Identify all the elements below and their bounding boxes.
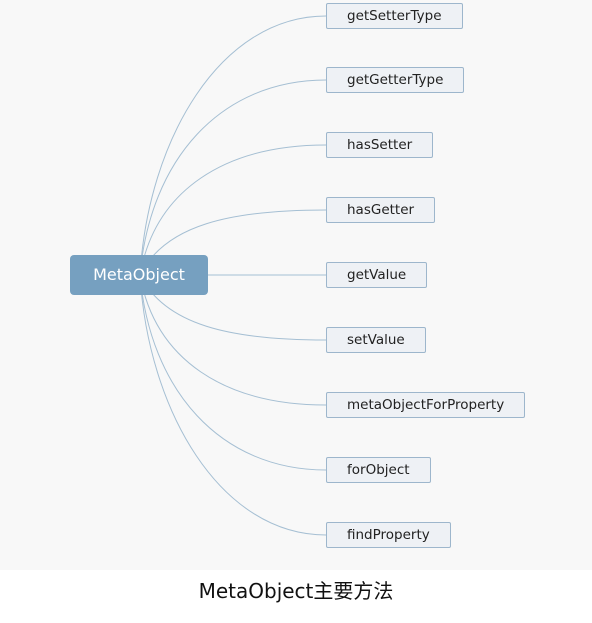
child-node-getValue[interactable]: getValue <box>326 262 428 288</box>
child-node-metaObjectForProperty[interactable]: metaObjectForProperty <box>326 392 526 418</box>
connector-hasSetter <box>139 144 327 276</box>
connector-getGetterType <box>139 79 327 276</box>
child-node-hasSetter[interactable]: hasSetter <box>326 132 434 158</box>
connector-metaObjectForProperty <box>139 274 327 406</box>
mindmap-canvas: MetaObject getSetterType getGetterType h… <box>70 3 526 548</box>
child-node-findProperty[interactable]: findProperty <box>326 522 451 548</box>
child-node-forObject[interactable]: forObject <box>326 457 431 483</box>
connector-forObject <box>139 274 327 471</box>
child-node-hasGetter[interactable]: hasGetter <box>326 197 436 223</box>
child-node-setValue[interactable]: setValue <box>326 327 426 353</box>
connector-findProperty <box>139 274 327 536</box>
figure-caption: MetaObject主要方法 <box>198 579 394 603</box>
child-node-getSetterType[interactable]: getSetterType <box>326 3 463 29</box>
child-node-getGetterType[interactable]: getGetterType <box>326 67 465 93</box>
root-node-metaobject[interactable]: MetaObject <box>70 255 208 295</box>
connector-getSetterType <box>139 15 327 276</box>
